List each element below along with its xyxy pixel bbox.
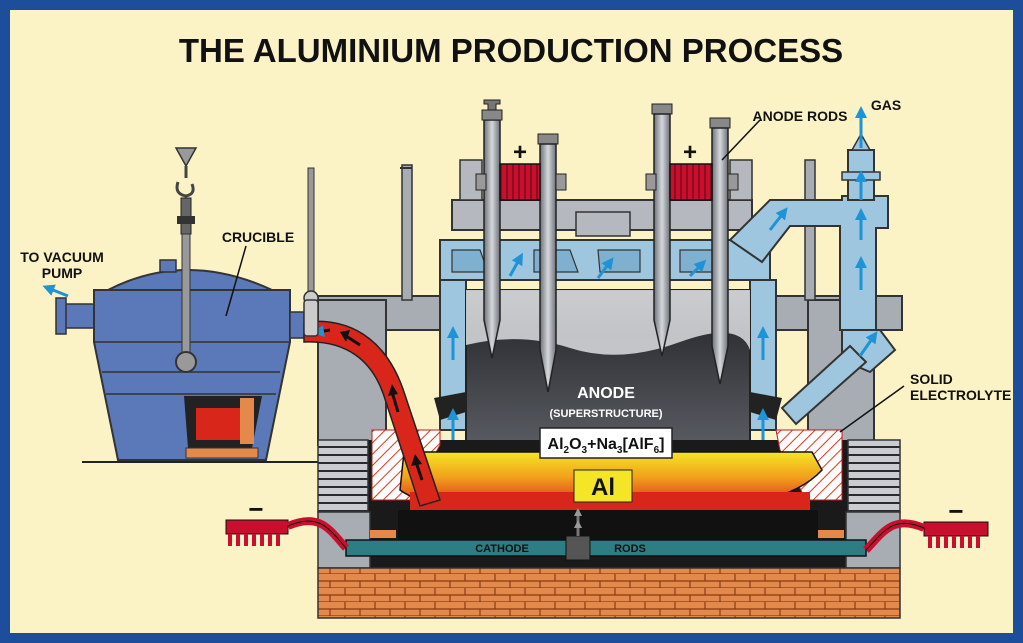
- rods-label: RODS: [614, 543, 646, 555]
- solid-electrolyte-label-line2: ELECTROLYTE: [910, 387, 1011, 403]
- diagram-title: THE ALUMINIUM PRODUCTION PROCESS: [179, 32, 843, 69]
- anode-busbar-clamp-right: [669, 163, 713, 201]
- gas-flow-arrows: [42, 106, 878, 440]
- cathode-label: CATHODE: [475, 543, 529, 555]
- anode-rod-2: [537, 133, 559, 393]
- crucible-label: CRUCIBLE: [222, 229, 294, 245]
- busbar-left: [225, 517, 349, 551]
- brick-foundation: [317, 567, 901, 619]
- plus-sign-right: +: [683, 139, 697, 166]
- leader-lines: [225, 119, 905, 433]
- frame-upright-left: [401, 164, 413, 301]
- formula-box: [539, 427, 673, 459]
- anode-busbar-clamp-left: [499, 163, 541, 201]
- busbar-right: [863, 519, 989, 553]
- anode-label: ANODE: [577, 385, 635, 402]
- minus-sign-left: −: [248, 494, 263, 524]
- plus-sign-left: +: [513, 139, 527, 166]
- anode-rod-4: [709, 117, 731, 385]
- electrolysis-cell: CATHODE RODS − −: [42, 99, 989, 619]
- aluminium-label-box: [573, 469, 633, 503]
- insulation-left: [317, 439, 369, 513]
- carbon-lining: [398, 510, 818, 540]
- crucible: [55, 147, 305, 461]
- anode-rod-1: [481, 99, 503, 359]
- solid-electrolyte-label-line1: SOLID: [910, 371, 953, 387]
- vacuum-label-line2: PUMP: [42, 265, 82, 281]
- superstructure-label: (SUPERSTRUCTURE): [549, 408, 662, 420]
- insulation-right: [847, 439, 901, 513]
- siphon-tube: [303, 167, 441, 507]
- anode-rods-label: ANODE RODS: [753, 108, 848, 124]
- gas-label: GAS: [871, 97, 901, 113]
- cathode-rod-bar: [345, 539, 867, 557]
- aluminium-label: Al: [591, 474, 615, 501]
- frame-upright-right: [804, 159, 816, 301]
- anode-rod-3: [651, 103, 673, 357]
- minus-sign-right: −: [948, 496, 963, 526]
- vacuum-label-line1: TO VACUUM: [20, 249, 103, 265]
- electrolyte-formula: Al2O3+Na3[AlF6]: [548, 436, 665, 456]
